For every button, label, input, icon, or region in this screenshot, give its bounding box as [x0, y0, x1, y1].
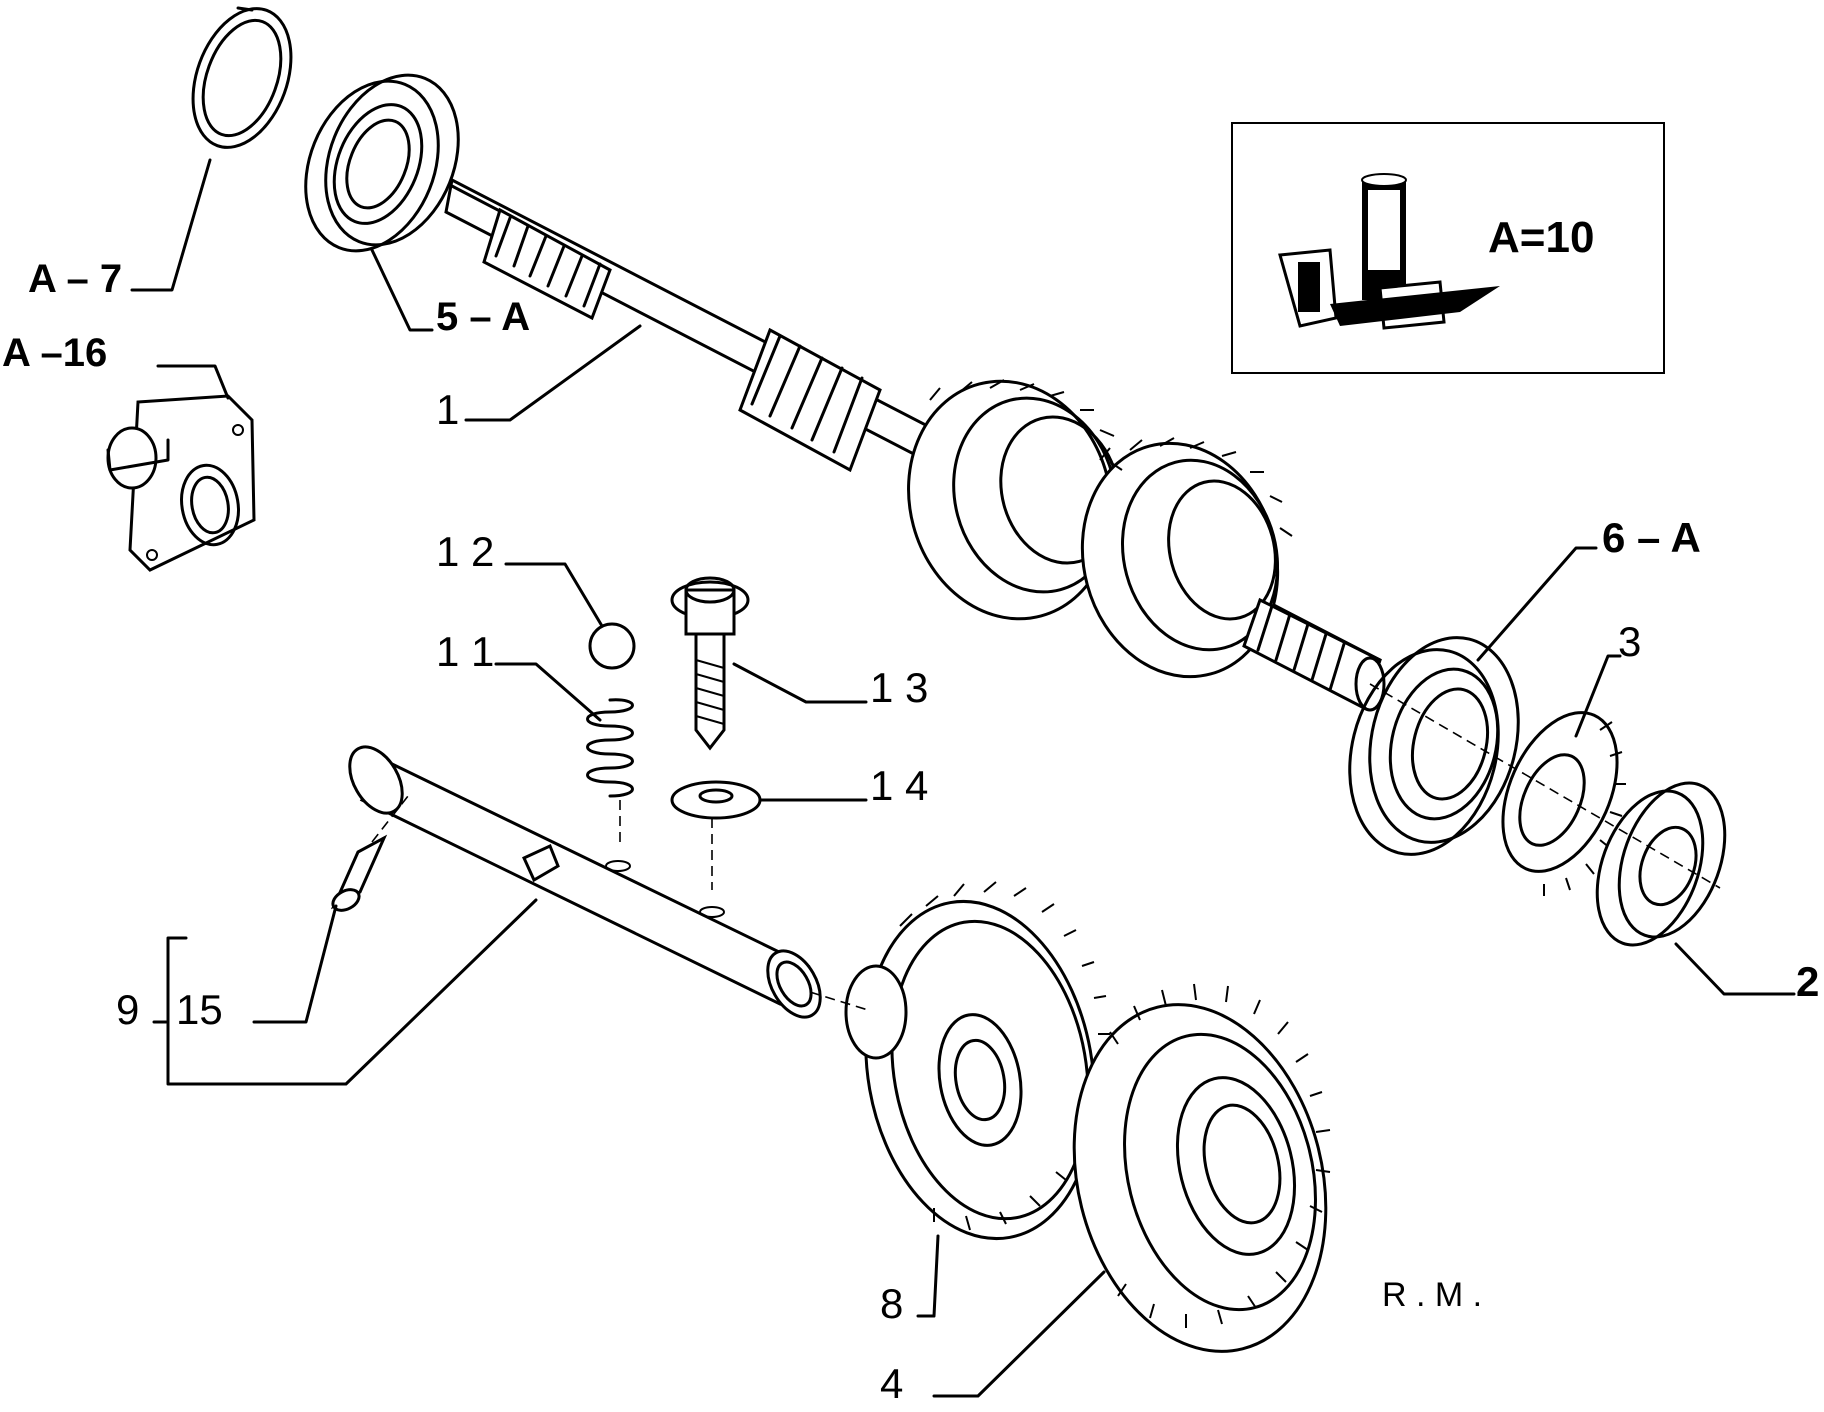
leader-3	[1574, 654, 1622, 738]
callout-14: 1 4	[870, 762, 928, 809]
callout-15: 15	[176, 986, 223, 1033]
ring-nut-part[interactable]	[1578, 768, 1745, 959]
quantity-legend-box: A=10	[1231, 122, 1665, 374]
leader-12	[504, 562, 604, 628]
callout-9: 9	[116, 986, 139, 1033]
guide-sleeve-part[interactable]	[106, 394, 256, 572]
reverse-idler-shaft-part[interactable]	[339, 738, 831, 1026]
callout-5a: 5 – A	[436, 295, 530, 339]
leader-13	[732, 662, 868, 704]
callout-12: 1 2	[436, 528, 494, 575]
leader-6a	[1476, 546, 1598, 662]
draftsman-initials: R . M .	[1382, 1276, 1482, 1314]
callout-13: 1 3	[870, 664, 928, 711]
leader-a7	[130, 158, 212, 292]
callout-a16: A –16	[2, 331, 107, 375]
callout-11: 1 1	[436, 628, 494, 675]
gear8-axis-line	[809, 991, 869, 1011]
quantity-value: A=10	[1488, 213, 1594, 262]
detent-ball-part[interactable]	[588, 622, 636, 670]
rear-axis-line	[1369, 683, 1721, 889]
callout-1: 1	[436, 386, 459, 433]
front-bearing-part[interactable]	[282, 55, 483, 271]
callout-2: 2	[1796, 958, 1819, 1005]
leader-11	[494, 662, 602, 722]
leader-4	[932, 1270, 1106, 1398]
roll-pin-part[interactable]	[329, 834, 388, 915]
reverse-gear-part[interactable]	[1039, 978, 1361, 1379]
washer-part[interactable]	[670, 780, 762, 820]
leader-8	[916, 1234, 940, 1318]
detent-spring-part[interactable]	[586, 698, 634, 798]
callout-6a: 6 – A	[1602, 514, 1701, 561]
callout-8: 8	[880, 1280, 903, 1327]
snap-ring-part[interactable]	[175, 0, 309, 161]
main-shaft-part[interactable]	[444, 177, 1386, 712]
leader-a16	[156, 364, 230, 400]
callout-4: 4	[880, 1360, 903, 1407]
callout-3: 3	[1618, 618, 1641, 665]
leader-2	[1674, 942, 1796, 996]
bracket-9	[166, 898, 538, 1086]
leader-1	[464, 324, 642, 422]
lock-washer-part[interactable]	[1480, 695, 1640, 896]
pin-axis-line	[371, 795, 409, 843]
rear-bearing-part[interactable]	[1329, 622, 1539, 871]
leader-5a	[370, 248, 434, 332]
callout-a7: A – 7	[28, 257, 122, 301]
reverse-idler-gear-part[interactable]	[840, 881, 1120, 1257]
bolt-part[interactable]	[670, 576, 750, 751]
leader-15	[252, 904, 338, 1024]
lubricant-containers-icon	[1278, 173, 1500, 330]
